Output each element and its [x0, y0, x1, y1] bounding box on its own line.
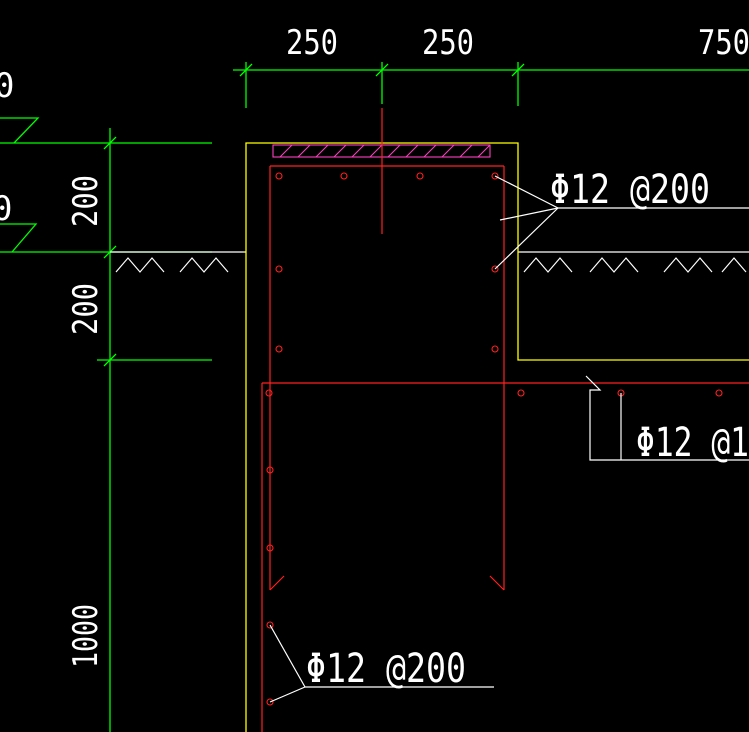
- dim-top-2: 250: [422, 23, 474, 63]
- leader-lines: [269, 175, 749, 703]
- rebar-label-lower: Φ12 @200: [306, 646, 466, 692]
- tick: [511, 63, 525, 77]
- tick: [375, 63, 389, 77]
- dim-top-1: 250: [286, 23, 338, 63]
- dim-left-3: 1000: [66, 604, 106, 668]
- elevation-marker-2: [0, 223, 38, 253]
- rebar-lines: [261, 108, 749, 732]
- rebar-dots: [265, 172, 723, 706]
- tick: [239, 63, 253, 77]
- ground-lines: [110, 251, 749, 273]
- concrete-outline: [245, 142, 749, 732]
- elevation-marker-1: [0, 117, 40, 144]
- dimension-lines: [0, 62, 749, 732]
- dim-top-3: 750: [698, 23, 749, 63]
- dim-left-2: 200: [66, 283, 106, 335]
- dim-edge-fragment-1: 0: [0, 66, 14, 106]
- dim-left-1: 200: [66, 175, 106, 227]
- dim-edge-fragment-2: 0: [0, 189, 12, 229]
- rebar-label-upper: Φ12 @200: [550, 167, 710, 213]
- dimension-texts: 250 250 750 200 200 1000 0 0: [0, 23, 749, 668]
- rebar-annotations: Φ12 @200 Φ12 @1 Φ12 @200: [306, 167, 749, 692]
- rebar-label-right: Φ12 @1: [636, 420, 749, 466]
